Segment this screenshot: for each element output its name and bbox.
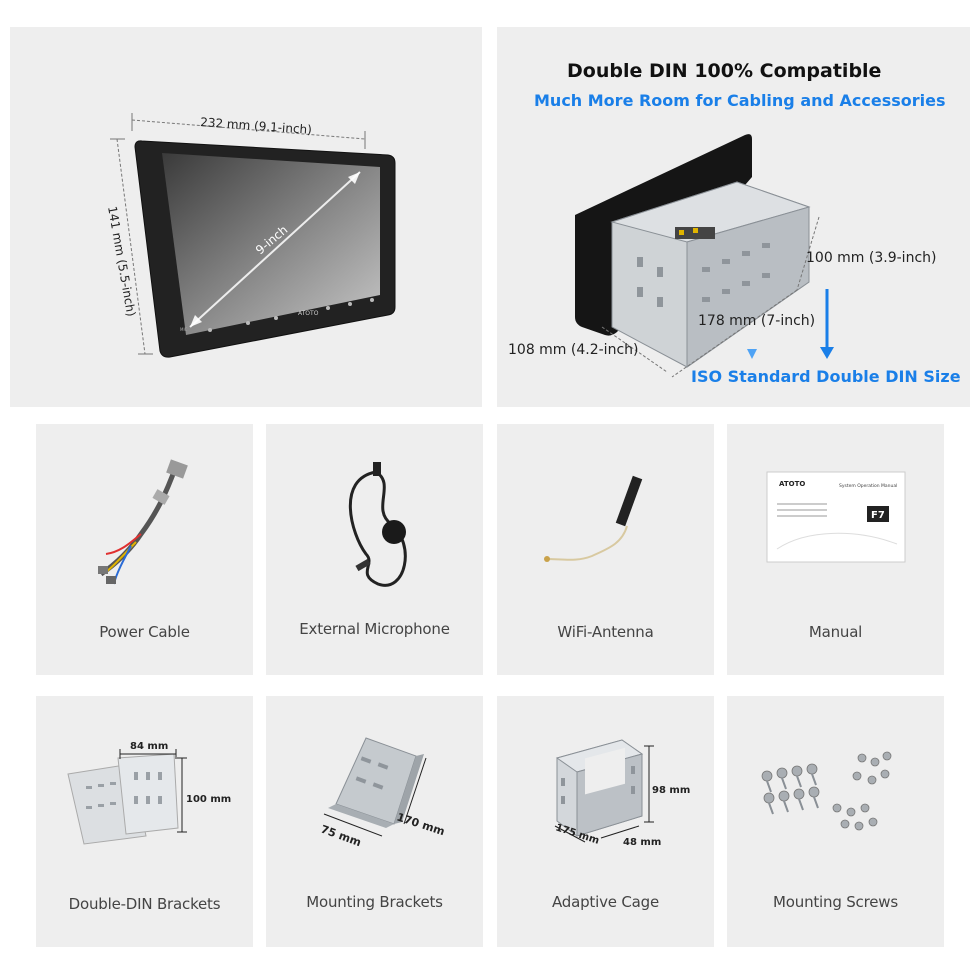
accessory-tile-mounting-screws: Mounting Screws — [727, 696, 944, 947]
bracket-width-label: 84 mm — [130, 741, 168, 752]
hero-left-panel: 232 mm (9.1-inch) 141 mm (5.5-inch) 9-in… — [10, 27, 482, 407]
accessory-label: Manual — [808, 623, 863, 641]
accessory-label: Power Cable — [99, 623, 190, 641]
wifi-antenna-icon — [544, 475, 643, 562]
accessory-label: External Microphone — [299, 620, 450, 638]
screws-icon — [761, 751, 892, 831]
accessory-label: Mounting Brackets — [306, 893, 443, 911]
power-cable-icon — [98, 459, 188, 585]
microphone-icon — [348, 462, 407, 587]
accessory-tile-mounting-brackets: 75 mm 170 mm Mounting Brackets — [266, 696, 483, 947]
mounting-bracket-icon: 75 mm 170 mm — [319, 737, 446, 849]
bracket-height-label: 100 mm — [186, 794, 231, 805]
accessory-tile-external-microphone: External Microphone — [266, 424, 483, 675]
accessory-tile-power-cable: Power Cable — [36, 424, 253, 675]
brand-logo: ATOTO — [298, 310, 319, 317]
hero-subtitle: Much More Room for Cabling and Accessori… — [534, 91, 946, 110]
manual-icon: ATOTO System Operation Manual F7 — [766, 471, 906, 563]
accessory-tile-wifi-antenna: WiFi-Antenna — [497, 424, 714, 675]
accessory-label: Mounting Screws — [773, 893, 898, 911]
iso-standard-label: ISO Standard Double DIN Size — [691, 367, 961, 386]
accessory-label: Adaptive Cage — [552, 893, 659, 911]
hero-right-panel: Double DIN 100% Compatible Much More Roo… — [497, 27, 970, 407]
hero-title: Double DIN 100% Compatible — [567, 60, 881, 82]
accessory-label: WiFi-Antenna — [557, 623, 654, 641]
height-dimension-label: 141 mm (5.5-inch) — [105, 205, 138, 318]
double-din-bracket-icon: 84 mm 100 mm — [67, 741, 231, 845]
bracket-height-label: 170 mm — [395, 810, 446, 838]
cage-height-label: 98 mm — [652, 785, 690, 796]
accessory-tile-adaptive-cage: 98 mm 175 mm 48 mm Adaptive Cage — [497, 696, 714, 947]
double-din-size-illustration: Double DIN 100% Compatible Much More Roo… — [508, 60, 961, 386]
manual-heading: System Operation Manual — [839, 483, 897, 489]
height-dimension-label: 100 mm (3.9-inch) — [806, 250, 936, 266]
width-dimension-label: 108 mm (4.2-inch) — [508, 342, 638, 358]
manual-brand: ATOTO — [779, 480, 805, 488]
cage-width-label: 48 mm — [623, 837, 661, 848]
depth-dimension-label: 178 mm (7-inch) — [698, 313, 815, 329]
accessory-tile-double-din-brackets: 84 mm 100 mm Double-DIN Brackets — [36, 696, 253, 947]
head-unit-dimension-illustration: 232 mm (9.1-inch) 141 mm (5.5-inch) 9-in… — [105, 113, 396, 358]
adaptive-cage-icon: 98 mm 175 mm 48 mm — [554, 739, 690, 848]
accessory-tile-manual: ATOTO System Operation Manual F7 Manual — [727, 424, 944, 675]
manual-model: F7 — [871, 510, 885, 521]
accessory-label: Double-DIN Brackets — [68, 895, 221, 913]
width-dimension-label: 232 mm (9.1-inch) — [200, 115, 313, 137]
control-buttons — [208, 298, 374, 332]
mic-label: MIC — [180, 327, 188, 332]
